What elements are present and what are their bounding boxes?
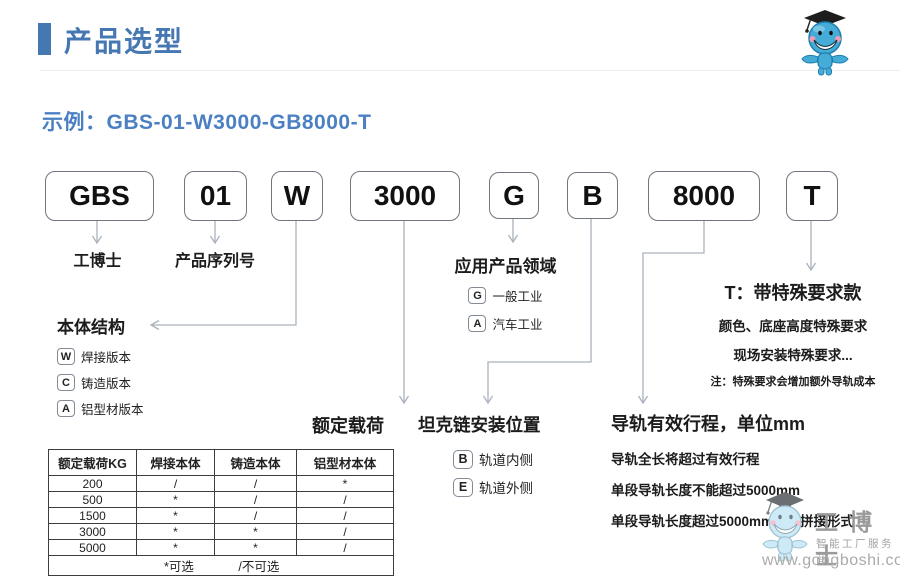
body-structure-option: C 铸造版本 <box>57 373 144 392</box>
watermark-url: www.gongboshi.com <box>762 552 900 569</box>
body-structure-option: W 焊接版本 <box>57 347 144 366</box>
page-title: 产品选型 <box>64 26 185 57</box>
option-label: 轨道外侧 <box>479 481 533 496</box>
cell: 5000 <box>48 539 137 556</box>
special-requirement-block: T：带特殊要求款 颜色、底座高度特殊要求 现场安装特殊要求... 注：特殊要求会… <box>693 279 893 389</box>
cell: * <box>136 507 215 524</box>
cell: * <box>296 475 394 492</box>
chain-option: E 轨道外侧 <box>453 477 570 497</box>
table-row: 500 * / / <box>48 491 394 508</box>
watermark-tagline: 智能工厂服务商 <box>816 538 894 565</box>
rail-travel-note: 导轨全长将超过有效行程 <box>611 452 760 467</box>
option-code-box: A <box>468 315 487 332</box>
legend-not-optional: /不可选 <box>238 560 280 574</box>
rated-load-table: 额定载荷KG 焊接本体 铸造本体 铝型材本体 200 / / * 500 * /… <box>48 449 394 576</box>
code-box-structure: W <box>271 171 323 221</box>
option-code-box: B <box>453 449 473 469</box>
code-box-application: G <box>489 172 539 219</box>
chain-position-block: 坦克链安装位置 B 轨道内侧 E 轨道外侧 <box>418 412 570 497</box>
special-line: 现场安装特殊要求... <box>733 348 853 363</box>
cell: / <box>214 507 297 524</box>
code-box-special: T <box>786 171 838 221</box>
cell: 3000 <box>48 523 137 540</box>
cell: / <box>296 507 394 524</box>
header-divider <box>40 70 900 71</box>
option-code-box: C <box>57 374 75 391</box>
cell: 200 <box>48 475 137 492</box>
cell: 500 <box>48 491 137 508</box>
code-box-serial: 01 <box>184 171 247 221</box>
code-box-load: 3000 <box>350 171 460 221</box>
application-option: G 一般工业 <box>428 286 583 305</box>
table-row: 5000 * * / <box>48 539 394 556</box>
rated-load-title: 额定载荷 <box>312 416 384 436</box>
label-serial-number: 产品序列号 <box>174 253 255 270</box>
table-header-row: 额定载荷KG 焊接本体 铸造本体 铝型材本体 <box>48 449 394 476</box>
cell: * <box>214 523 297 540</box>
col-header: 铸造本体 <box>214 449 297 476</box>
cell: / <box>296 523 394 540</box>
rail-travel-note: 单段导轨长度不能超过5000mm <box>611 483 801 498</box>
table-row: 1500 * / / <box>48 507 394 524</box>
cell: / <box>296 539 394 556</box>
cell: / <box>214 475 297 492</box>
option-label: 轨道内侧 <box>479 453 533 468</box>
cell: * <box>136 491 215 508</box>
watermark-mascot-icon <box>762 492 808 562</box>
option-label: 汽车工业 <box>492 318 543 332</box>
body-structure-block: 本体结构 W 焊接版本 C 铸造版本 A 铝型材版本 <box>57 313 144 418</box>
col-header: 额定载荷KG <box>48 449 137 476</box>
body-structure-option: A 铝型材版本 <box>57 399 144 418</box>
example-code: 示例：GBS-01-W3000-GB8000-T <box>42 111 372 134</box>
legend-optional: *可选 <box>164 560 194 574</box>
cell: * <box>214 539 297 556</box>
label-brand: 工博士 <box>73 253 122 270</box>
code-box-gbs: GBS <box>45 171 154 221</box>
table-row: 200 / / * <box>48 475 394 492</box>
option-label: 铸造版本 <box>81 377 132 391</box>
table-legend-cell: *可选 /不可选 <box>48 555 394 576</box>
col-header: 铝型材本体 <box>296 449 394 476</box>
option-code-box: A <box>57 400 75 417</box>
title-accent-bar <box>38 23 51 55</box>
application-title: 应用产品领域 <box>454 257 557 276</box>
application-option: A 汽车工业 <box>428 314 583 333</box>
option-code-box: W <box>57 348 75 365</box>
cell: * <box>136 539 215 556</box>
option-label: 焊接版本 <box>81 351 132 365</box>
cell: / <box>214 491 297 508</box>
code-box-chain: B <box>567 172 618 219</box>
cell: * <box>136 523 215 540</box>
option-label: 一般工业 <box>492 290 543 304</box>
code-box-travel: 8000 <box>648 171 760 221</box>
table-legend-row: *可选 /不可选 <box>48 555 394 576</box>
body-structure-title: 本体结构 <box>57 318 125 337</box>
chain-position-title: 坦克链安装位置 <box>418 415 541 435</box>
cell: 1500 <box>48 507 137 524</box>
chain-option: B 轨道内侧 <box>453 449 570 469</box>
col-header: 焊接本体 <box>136 449 215 476</box>
rail-travel-title: 导轨有效行程，单位mm <box>611 414 806 434</box>
special-note: 注：特殊要求会增加额外导轨成本 <box>710 376 876 388</box>
cell: / <box>136 475 215 492</box>
application-block: 应用产品领域 G 一般工业 A 汽车工业 <box>428 252 583 333</box>
mascot-icon <box>801 10 849 76</box>
table-row: 3000 * * / <box>48 523 394 540</box>
option-code-box: E <box>453 477 473 497</box>
option-label: 铝型材版本 <box>81 403 144 417</box>
special-title: T：带特殊要求款 <box>724 283 862 303</box>
option-code-box: G <box>468 287 487 304</box>
cell: / <box>296 491 394 508</box>
watermark-brand: 工博士 <box>815 510 883 569</box>
special-line: 颜色、底座高度特殊要求 <box>718 319 868 334</box>
